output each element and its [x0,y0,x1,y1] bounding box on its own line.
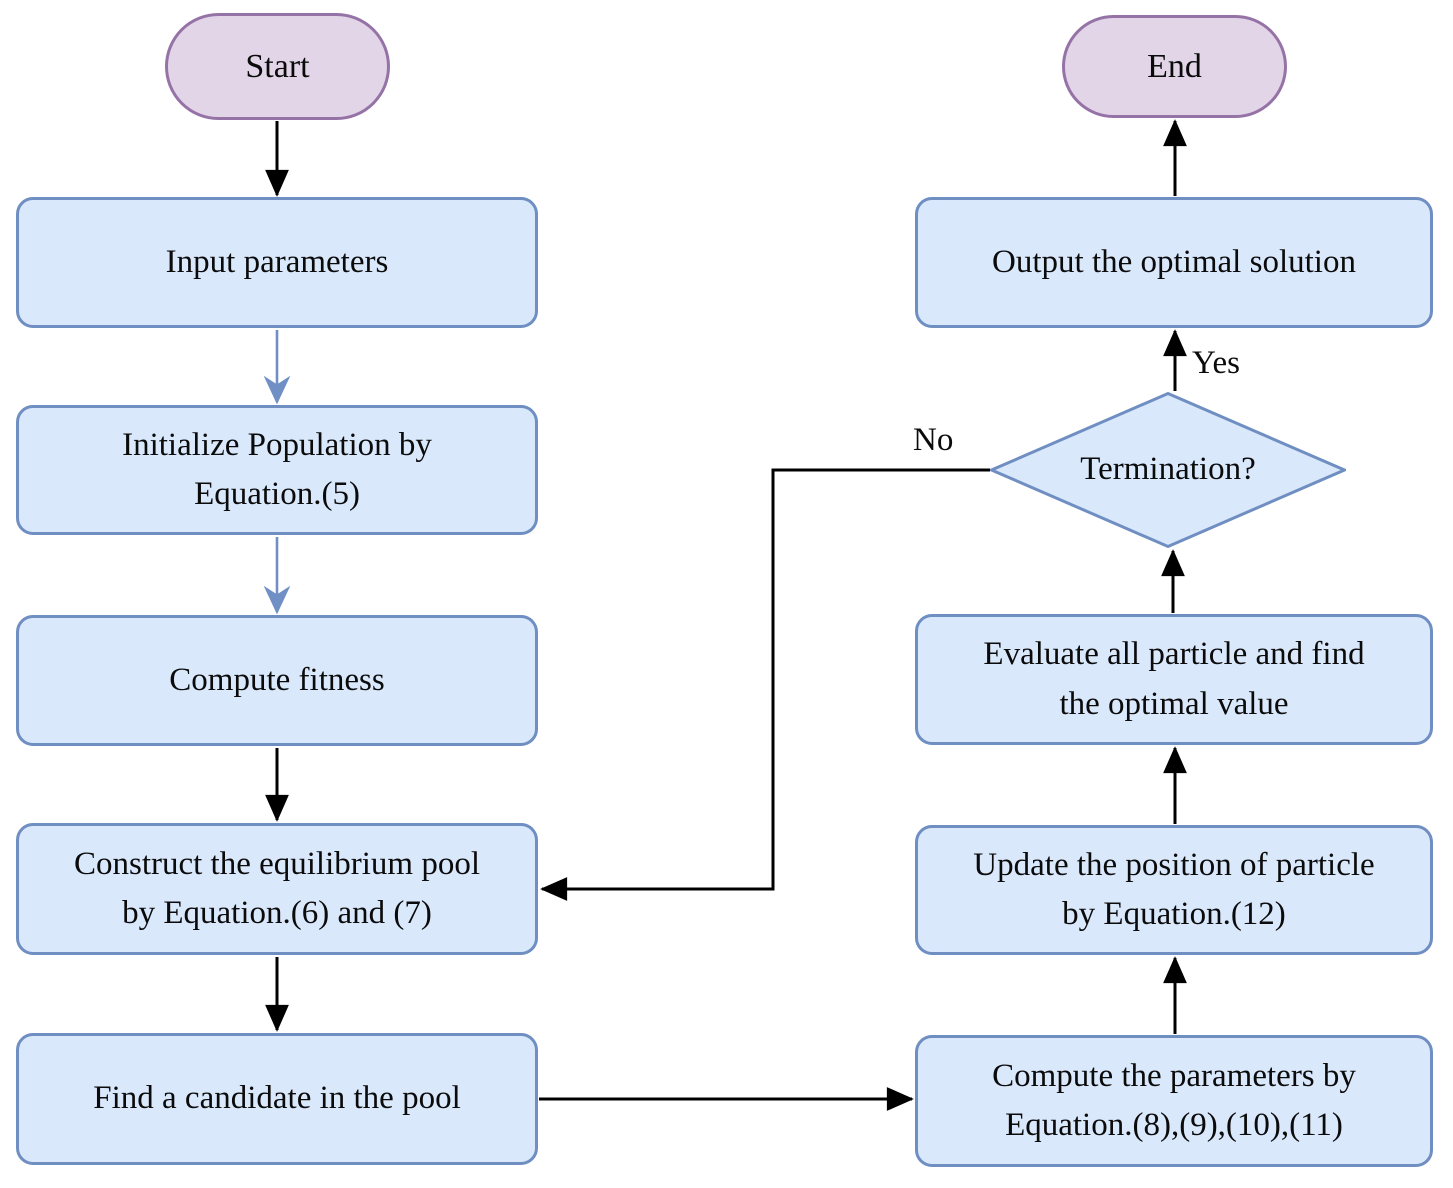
node-termination-label: Termination? [1080,451,1256,488]
diamond-shape [990,392,1346,548]
node-update-position-label: Update the position of particle by Equat… [973,846,1375,933]
edge-label-yes: Yes [1192,345,1241,381]
node-output-solution: Output the optimal solution [915,197,1433,328]
node-start-label: Start [245,48,310,85]
node-end-label: End [1147,48,1202,85]
arrow-termination-no-to-construct [540,468,990,901]
node-initialize-population-label: Initialize Population by Equation.(5) [122,426,432,513]
node-update-position: Update the position of particle by Equat… [915,825,1433,955]
node-start: Start [165,13,390,120]
node-compute-parameters: Compute the parameters by Equation.(8),(… [915,1035,1433,1167]
edge-label-no: No [913,422,954,458]
node-evaluate-particles-label: Evaluate all particle and find the optim… [983,636,1365,722]
node-find-candidate-label: Find a candidate in the pool [93,1080,461,1117]
node-compute-fitness: Compute fitness [16,615,538,746]
node-input-parameters-label: Input parameters [165,243,389,280]
node-end: End [1062,15,1287,118]
node-compute-parameters-label: Compute the parameters by Equation.(8),(… [992,1057,1356,1144]
node-initialize-population: Initialize Population by Equation.(5) [16,405,538,535]
node-output-solution-label: Output the optimal solution [992,243,1356,280]
node-compute-fitness-label: Compute fitness [169,661,385,698]
node-find-candidate: Find a candidate in the pool [16,1033,538,1165]
node-evaluate-particles: Evaluate all particle and find the optim… [915,614,1433,745]
node-construct-pool: Construct the equilibrium pool by Equati… [16,823,538,955]
node-termination-decision: Termination? [990,392,1346,548]
node-input-parameters: Input parameters [16,197,538,328]
node-construct-pool-label: Construct the equilibrium pool by Equati… [73,845,481,932]
